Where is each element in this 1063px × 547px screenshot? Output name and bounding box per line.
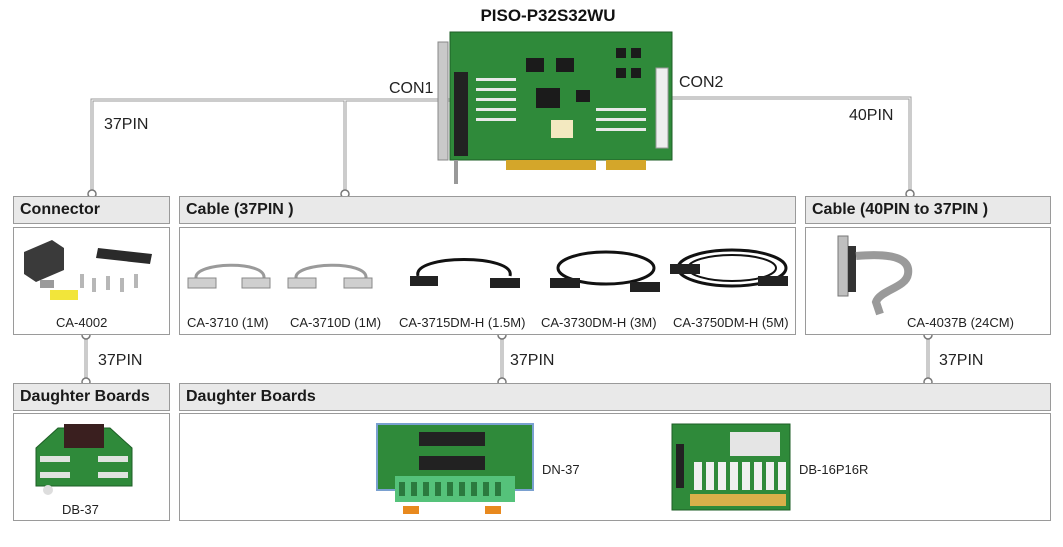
- board-title: PISO-P32S32WU: [480, 6, 616, 25]
- pin-label-cable-db: 37PIN: [510, 352, 555, 369]
- ca-3710-caption: CA-3710 (1M): [187, 315, 269, 330]
- ca-3710d-image: [287, 263, 373, 289]
- db-37-panel: DB-37: [13, 413, 170, 521]
- cable-40pin-header: Cable (40PIN to 37PIN ): [805, 196, 1051, 224]
- pin-label-connector-db: 37PIN: [98, 352, 143, 369]
- pci-board-image: [436, 28, 676, 188]
- daughter-boards-main-header: Daughter Boards: [179, 383, 1051, 411]
- connector-panel: CA-4002: [13, 227, 170, 335]
- ca-3715dm-h-image: [410, 258, 520, 288]
- connector-header: Connector: [13, 196, 170, 224]
- ca-4002-caption: CA-4002: [56, 315, 108, 330]
- cable-37pin-panel: CA-3710 (1M) CA-3710D (1M) CA-3715DM-H (…: [179, 227, 796, 335]
- cable-40pin-panel: CA-4037B (24CM): [805, 227, 1051, 335]
- con1-label: CON1: [389, 80, 434, 97]
- pin-label-40-top: 40PIN: [849, 107, 894, 124]
- ca-3710-image: [187, 263, 271, 289]
- con2-label: CON2: [679, 74, 724, 91]
- ca-3750dm-h-caption: CA-3750DM-H (5M): [673, 315, 789, 330]
- cable-37pin-header: Cable (37PIN ): [179, 196, 796, 224]
- db-16p16r-image: [671, 423, 791, 511]
- ca-4037b-caption: CA-4037B (24CM): [907, 315, 1014, 330]
- ca-3730dm-h-image: [550, 250, 660, 292]
- db-37-image: [35, 424, 133, 495]
- db-16p16r-caption: DB-16P16R: [799, 462, 869, 477]
- pin-label-37-top: 37PIN: [104, 116, 149, 133]
- dn-37-image: [376, 423, 534, 514]
- db-37-caption: DB-37: [62, 502, 99, 517]
- ca-4037b-image: [837, 235, 913, 316]
- pin-label-cable40-db: 37PIN: [939, 352, 984, 369]
- ca-3750dm-h-image: [670, 248, 788, 288]
- ca-3715dm-h-caption: CA-3715DM-H (1.5M): [399, 315, 526, 330]
- ca-3710d-caption: CA-3710D (1M): [290, 315, 382, 330]
- dn-37-caption: DN-37: [542, 462, 580, 477]
- daughter-boards-left-header: Daughter Boards: [13, 383, 170, 411]
- daughter-boards-main-panel: DN-37 DB-16P16R: [179, 413, 1051, 521]
- ca-3730dm-h-caption: CA-3730DM-H (3M): [541, 315, 657, 330]
- connector-kit-image: [24, 240, 152, 300]
